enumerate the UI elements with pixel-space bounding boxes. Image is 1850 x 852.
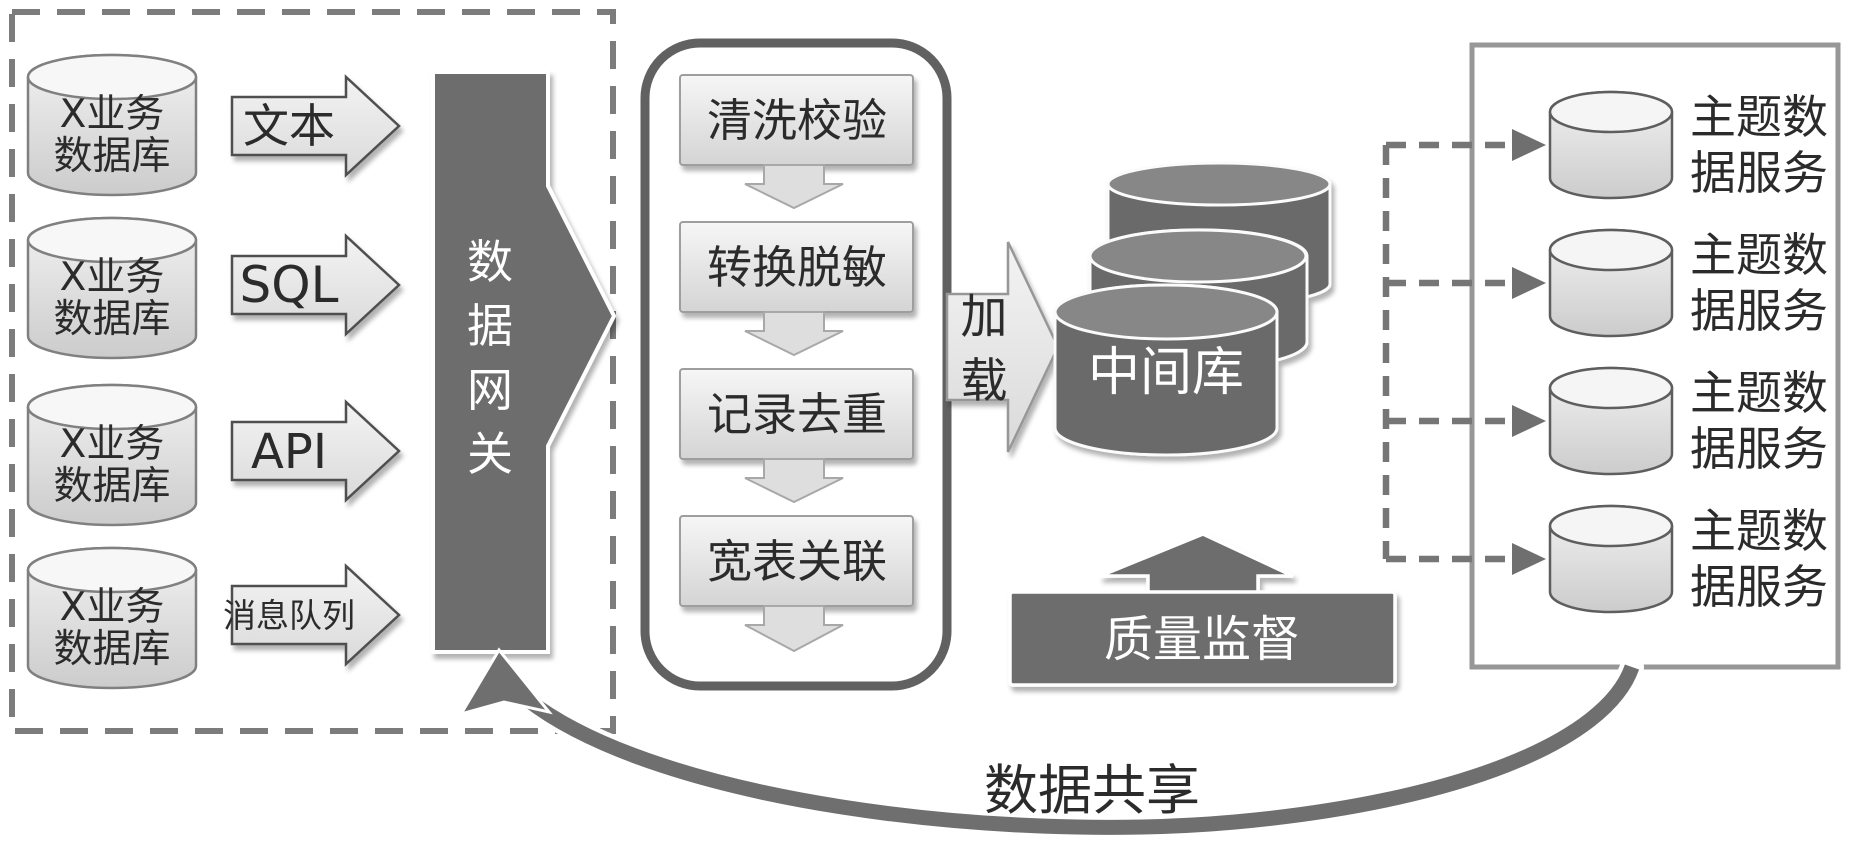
source-database-cylinder: X业务 数据库 [26,216,198,360]
source-zone-dashed-border [9,9,616,734]
channel-label: SQL [240,256,339,314]
service-label-line1: 主题数 [1690,228,1828,282]
pipeline-step-box: 宽表关联 [679,515,914,607]
service-row: 主题数 据服务 [1548,90,1828,200]
pipeline-down-arrow-icon [744,164,844,210]
source-db-label-line2: 数据库 [53,627,170,672]
pipeline-step-label: 转换脱敏 [707,241,887,294]
channel-arrow-sql: SQL [230,233,401,337]
pipeline-down-arrow-icon [744,458,844,504]
share-label: 数据共享 [984,759,1200,822]
channel-label: 文本 [243,99,335,153]
gateway-label-char: 数 [467,235,513,289]
staging-database-cylinder-front: 中间库 [1053,283,1279,457]
service-label-line2: 据服务 [1690,146,1828,200]
load-arrow: 加 载 [945,241,1060,453]
service-label-line2: 据服务 [1690,560,1828,614]
quality-label: 质量监督 [1104,611,1300,668]
pipeline-down-arrow-icon [744,605,844,653]
data-gateway-arrow: 数 据 网 关 [431,70,617,654]
source-db-label-line2: 数据库 [53,464,170,509]
service-label-line1: 主题数 [1690,90,1828,144]
load-label-char: 加 [961,290,1008,345]
quality-supervision: 质量监督 [1008,532,1397,687]
source-db-label-line1: X业务 [60,585,165,630]
pipeline-step-box: 清洗校验 [679,74,914,166]
staging-label: 中间库 [1088,343,1244,403]
pipeline-step-label: 记录去重 [707,388,887,441]
pipeline-down-arrow-icon [744,311,844,357]
pipeline-step-box: 转换脱敏 [679,221,914,313]
service-label-line1: 主题数 [1690,366,1828,420]
gateway-label-char: 据 [467,299,513,353]
service-label-line1: 主题数 [1690,504,1828,558]
quality-up-arrow-icon [1099,532,1294,602]
channel-label: API [251,424,327,480]
service-row: 主题数 据服务 [1548,366,1828,476]
share-curve [523,664,1640,835]
service-label-line2: 据服务 [1690,422,1828,476]
source-db-label-line2: 数据库 [53,134,170,179]
connector-arrowhead-icon [1512,267,1546,299]
connector-arrowhead-icon [1512,543,1546,575]
service-label-line2: 据服务 [1690,284,1828,338]
channel-arrow-api: API [230,399,401,503]
staging-database-stack: 中间库 [1053,161,1332,457]
source-db-label-line1: X业务 [60,422,165,467]
service-row: 主题数 据服务 [1548,504,1828,614]
pipeline-step-label: 宽表关联 [707,535,887,588]
channel-label: 消息队列 [223,596,355,635]
source-database-cylinder: X业务 数据库 [26,383,198,527]
gateway-label-char: 关 [467,427,513,481]
data-share-arrow: 数据共享 [457,647,1644,840]
pipeline-step-label: 清洗校验 [707,94,887,147]
source-db-label-line1: X业务 [60,92,165,137]
quality-box [1008,590,1397,687]
connector-arrowhead-icon [1512,405,1546,437]
service-row: 主题数 据服务 [1548,228,1828,338]
source-db-label-line2: 数据库 [53,297,170,342]
source-database-cylinder: X业务 数据库 [26,546,198,690]
source-database-cylinder: X业务 数据库 [26,53,198,197]
share-arrowhead-icon [457,647,553,717]
gateway-label-char: 网 [467,363,513,417]
channel-arrow-message-queue: 消息队列 [223,563,401,667]
channel-arrow-text: 文本 [230,74,401,178]
service-dashed-connectors [1382,129,1546,575]
connector-arrowhead-icon [1512,129,1546,161]
pipeline-step-box: 记录去重 [679,368,914,460]
load-label-char: 载 [961,354,1008,409]
source-db-label-line1: X业务 [60,255,165,300]
